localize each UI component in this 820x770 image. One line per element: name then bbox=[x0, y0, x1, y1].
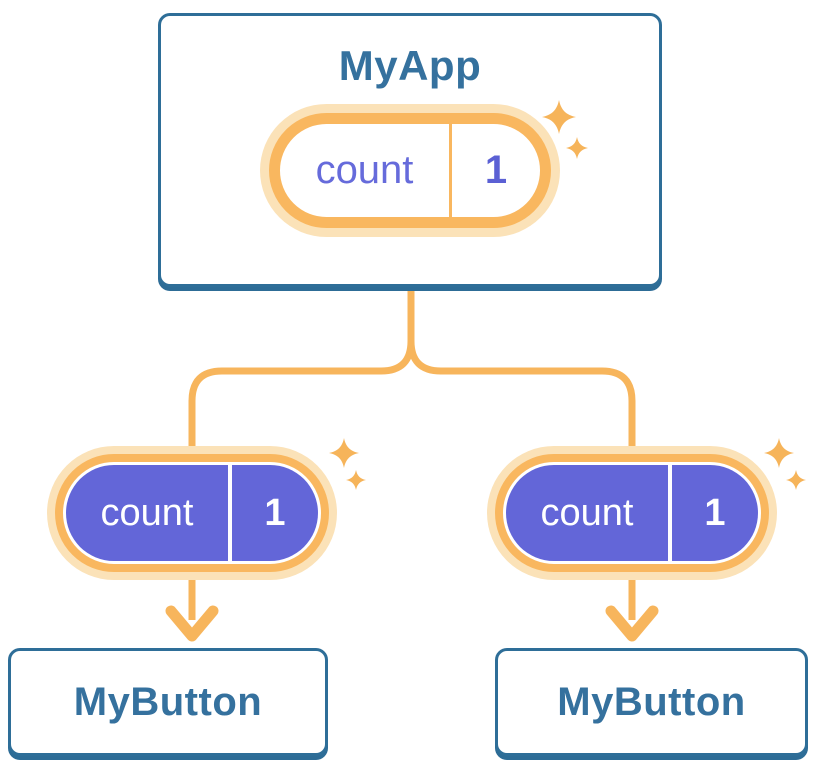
state-value: 1 bbox=[704, 491, 726, 534]
sparkle-icon bbox=[542, 100, 576, 134]
pill-divider bbox=[228, 465, 232, 561]
state-label: count bbox=[540, 491, 634, 534]
state-label: count bbox=[100, 491, 194, 534]
arrow-down-icon bbox=[605, 605, 659, 642]
sparkle-icon bbox=[346, 470, 366, 490]
state-label: count bbox=[315, 148, 414, 192]
left-child-component-card: MyButton bbox=[8, 648, 328, 756]
sparkle-icon bbox=[566, 137, 588, 159]
right-child-component-title: MyButton bbox=[557, 679, 746, 724]
pill-divider bbox=[449, 124, 452, 217]
sparkle-icon bbox=[786, 470, 806, 490]
arrow-down-icon bbox=[165, 605, 219, 642]
left-child-state-pill-body: count 1 bbox=[66, 465, 318, 561]
connector-right-branch bbox=[407, 287, 636, 620]
root-component-title: MyApp bbox=[338, 42, 482, 89]
pill-divider bbox=[668, 465, 672, 561]
right-child-component-card: MyButton bbox=[495, 648, 808, 756]
sparkle-icon bbox=[764, 438, 794, 468]
left-child-state-pill-ring: count 1 bbox=[55, 454, 329, 572]
state-value: 1 bbox=[264, 491, 286, 534]
right-child-state-pill: count 1 bbox=[487, 446, 777, 580]
right-child-state-pill-body: count 1 bbox=[506, 465, 758, 561]
right-child-state-pill-ring: count 1 bbox=[495, 454, 769, 572]
left-child-component-title: MyButton bbox=[73, 679, 263, 724]
sparkle-icon bbox=[329, 438, 359, 468]
state-value: 1 bbox=[484, 148, 508, 192]
left-child-state-pill: count 1 bbox=[47, 446, 337, 580]
root-state-pill-ring: count 1 bbox=[269, 113, 551, 228]
root-component-card: MyApp count 1 bbox=[158, 13, 662, 287]
root-state-pill: count 1 bbox=[260, 104, 560, 237]
